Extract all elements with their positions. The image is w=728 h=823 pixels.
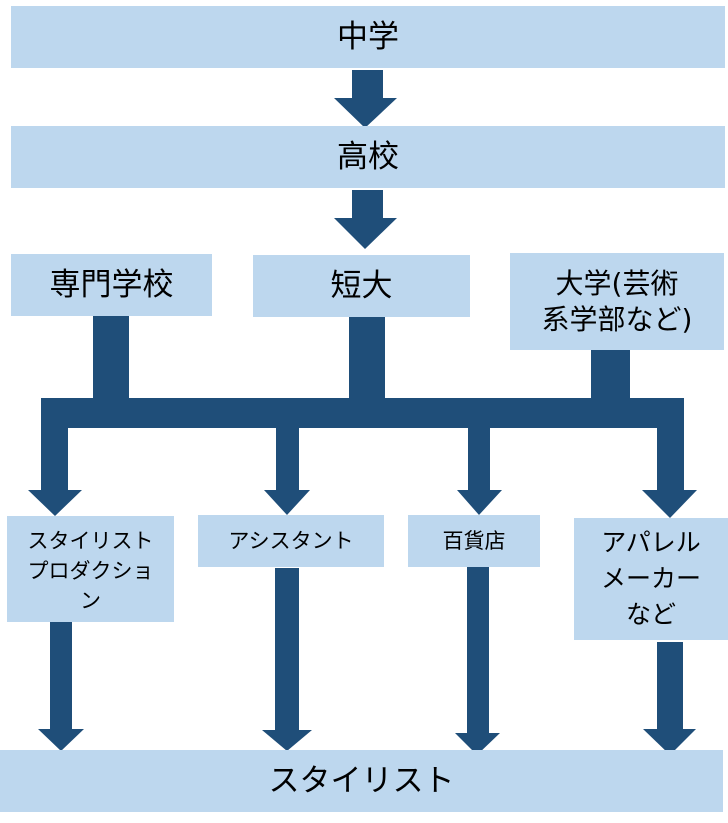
node-label: スタイリスト プロダクショ ン [27,529,154,613]
node-middle-school: 中学 [11,6,725,68]
arrow-middle-to-high [334,70,397,128]
node-stylist: スタイリスト [0,750,723,812]
distribution-bus [41,398,684,428]
node-junior-college: 短大 [253,255,470,317]
stem-vocational [93,316,129,400]
node-label: 高校 [337,139,399,175]
node-label: 大学(芸術 系学部など) [541,266,693,336]
node-stylist-production: スタイリスト プロダクショ ン [7,516,174,622]
node-label: 短大 [330,268,393,304]
node-label: アパレル メーカー など [600,528,701,629]
stem-university [591,350,630,400]
node-label: アシスタント [228,529,354,553]
arrow-department-store-to-stylist [455,566,500,755]
node-label: 中学 [337,19,399,55]
node-label: 百貨店 [442,529,506,553]
arrow-high-to-tier2 [334,190,397,249]
node-university: 大学(芸術 系学部など) [510,253,724,350]
arrow-bus-to-stylist-production [28,428,82,516]
node-label: スタイリスト [268,763,455,799]
node-department-store: 百貨店 [408,515,540,567]
node-high-school: 高校 [11,126,725,188]
arrow-bus-to-department-store [457,428,502,515]
arrow-stylist-production-to-stylist [38,622,84,751]
node-assistant: アシスタント [198,515,384,567]
arrow-bus-to-apparel-maker [642,428,697,518]
node-vocational-school: 専門学校 [11,254,212,316]
arrow-assistant-to-stylist [262,568,312,751]
stem-junior-college [349,316,385,400]
node-label: 専門学校 [49,267,174,303]
node-apparel-maker: アパレル メーカー など [574,518,728,640]
arrow-apparel-maker-to-stylist [643,642,696,755]
arrow-bus-to-assistant [264,428,310,515]
